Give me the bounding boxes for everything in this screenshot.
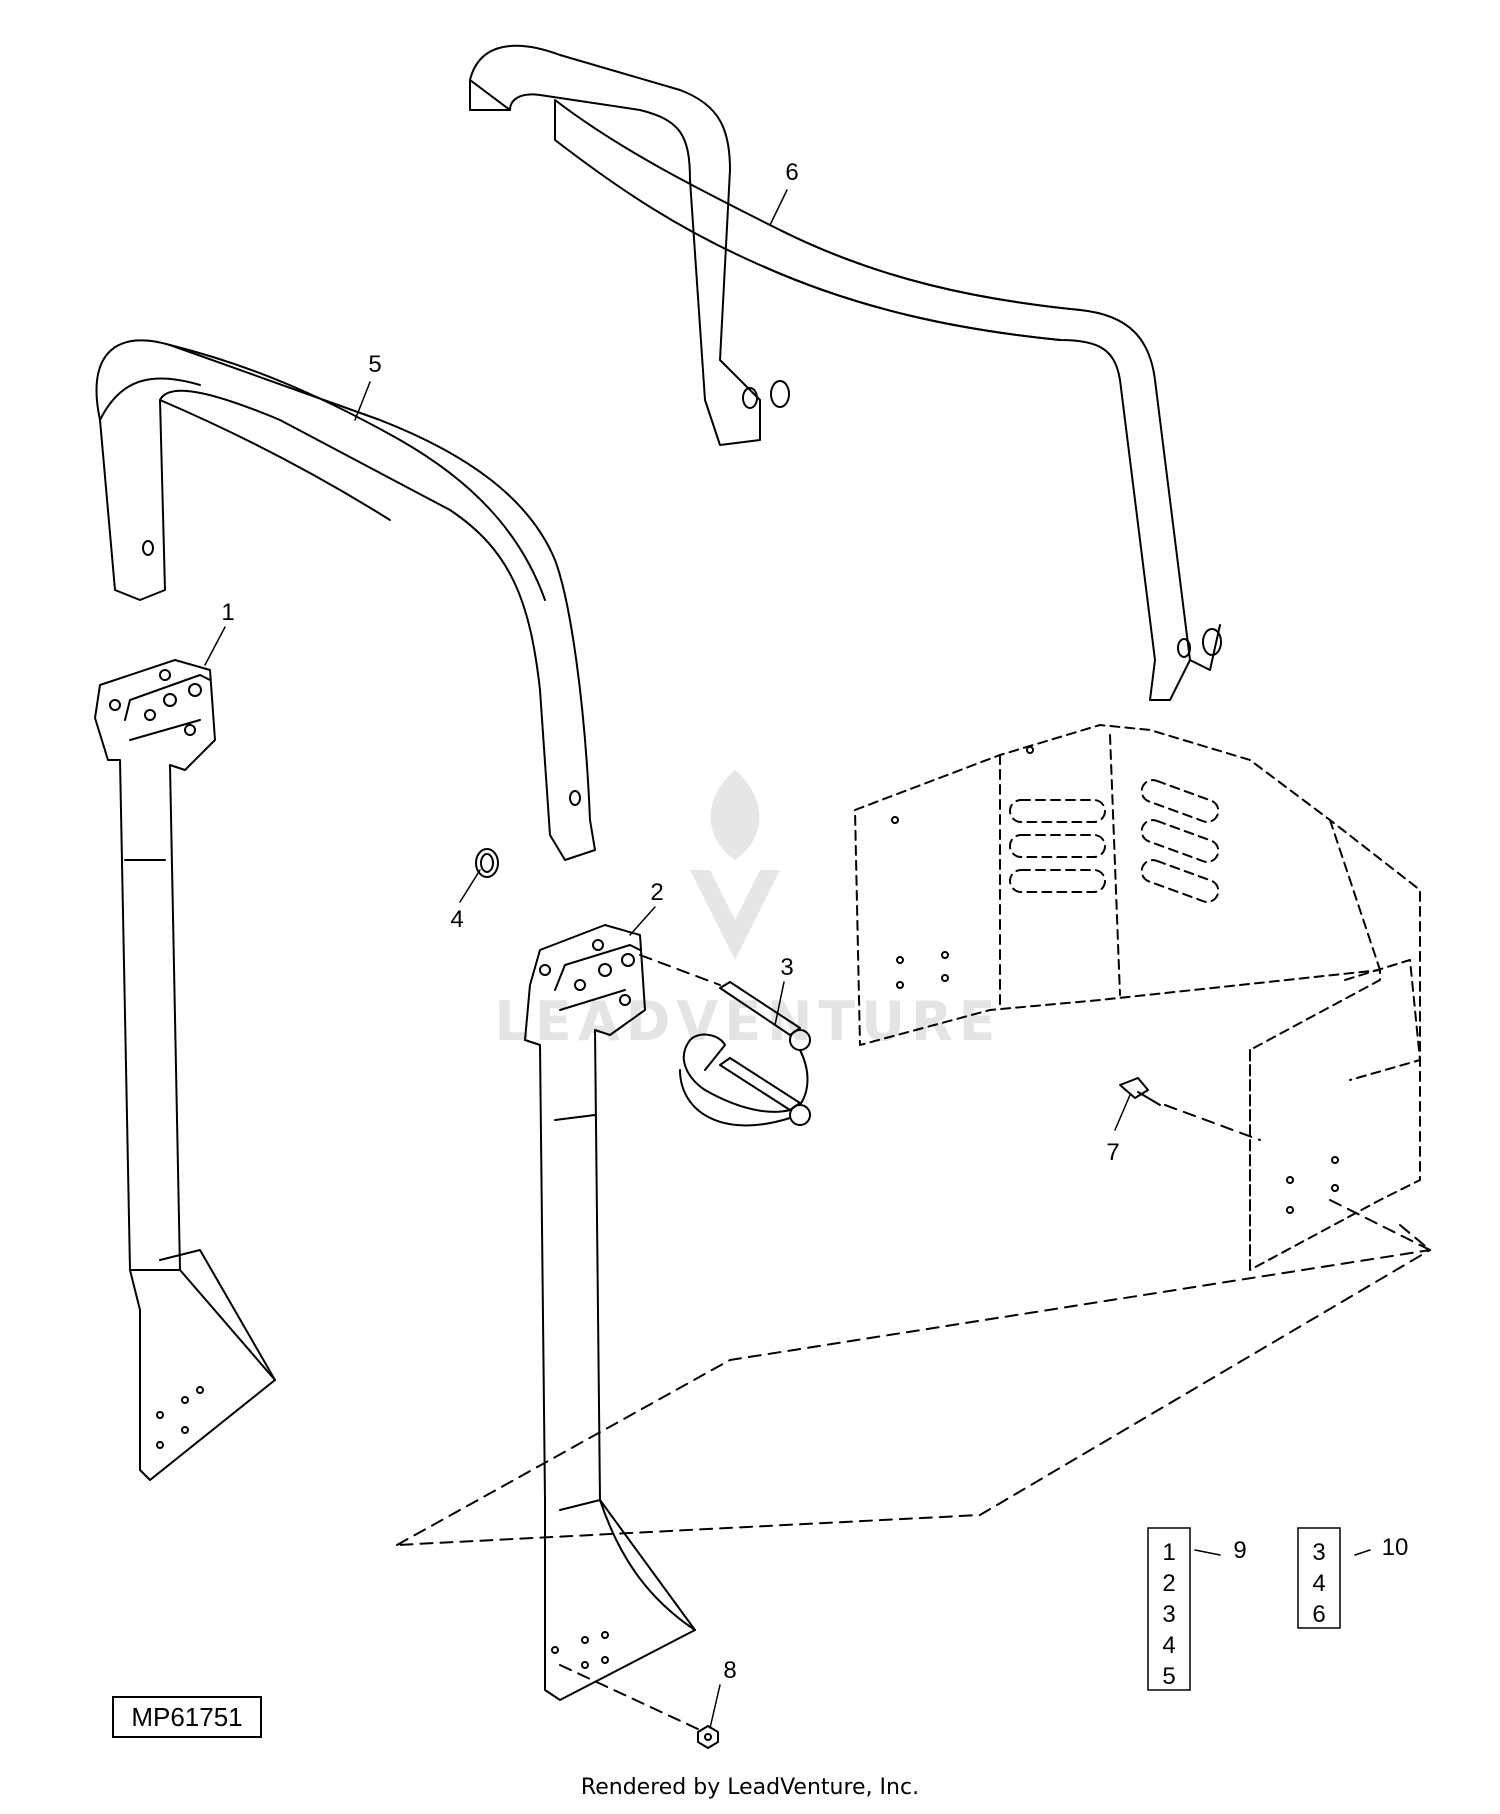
part-3-pin-lanyards xyxy=(679,981,811,1127)
part-6-upper-roll-bar xyxy=(469,44,1222,701)
leader-lines xyxy=(204,189,1371,1729)
part-8-nut xyxy=(697,1725,719,1749)
callout-labels: 1 2 3 4 5 6 7 8 9 10 xyxy=(221,159,1408,1684)
callout-2: 2 xyxy=(650,879,663,906)
part-5-roll-bar-hoop xyxy=(95,339,596,861)
kit-10-item: 6 xyxy=(1312,1601,1325,1628)
callout-9: 9 xyxy=(1233,1537,1246,1564)
fender-shell xyxy=(854,724,1421,1271)
fender-holes xyxy=(891,746,1339,1214)
part-4-retaining-ring xyxy=(475,848,499,878)
kit-9-item: 5 xyxy=(1162,1663,1175,1690)
kit-9-item: 4 xyxy=(1162,1632,1175,1659)
diagram-id-box: MP61751 xyxy=(112,1696,262,1738)
kit-10-item: 3 xyxy=(1312,1539,1325,1566)
kit-9-item: 1 xyxy=(1162,1539,1175,1566)
part-2-right-upright xyxy=(524,924,696,1701)
callout-3: 3 xyxy=(780,954,793,981)
part-7-bolt xyxy=(1119,1077,1161,1106)
callout-8: 8 xyxy=(723,1657,736,1684)
callout-6: 6 xyxy=(785,159,798,186)
kit-9-item: 2 xyxy=(1162,1570,1175,1597)
part-1-left-upright xyxy=(94,659,276,1481)
watermark-text: LEADVENTURE xyxy=(495,990,1002,1053)
callout-4: 4 xyxy=(450,906,463,933)
callout-5: 5 xyxy=(368,351,381,378)
kit-10-box: 3 4 6 xyxy=(1297,1527,1341,1629)
kit-9-item: 3 xyxy=(1162,1601,1175,1628)
kit-10-item: 4 xyxy=(1312,1570,1325,1597)
diagram-id: MP61751 xyxy=(131,1702,242,1732)
watermark-logo: LEADVENTURE xyxy=(495,770,1002,1053)
callout-10: 10 xyxy=(1382,1534,1409,1561)
callout-7: 7 xyxy=(1106,1139,1119,1166)
callout-1: 1 xyxy=(221,599,234,626)
kit-9-box: 1 2 3 4 5 xyxy=(1147,1527,1191,1691)
footer-credit: Rendered by LeadVenture, Inc. xyxy=(581,1775,919,1800)
platform-outline xyxy=(396,954,1431,1731)
